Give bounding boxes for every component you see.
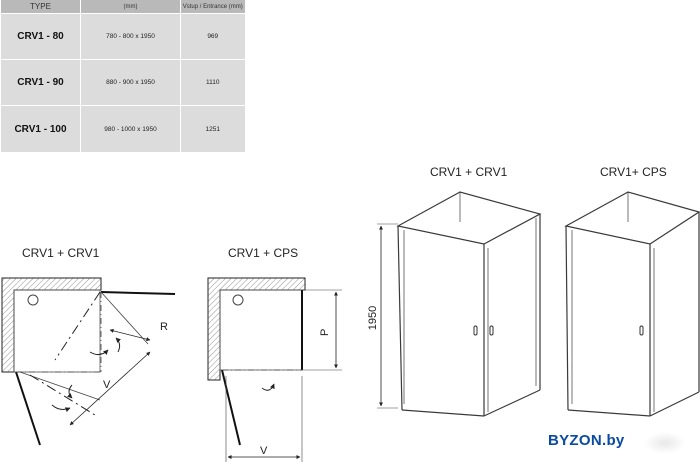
door-panel-open — [221, 369, 241, 446]
view-crv1-crv1: CRV1 + CRV1 1950 — [367, 165, 542, 417]
header-type: TYPE — [0, 0, 81, 14]
label-v-middle: V — [260, 445, 268, 457]
door-arc-line — [100, 291, 149, 345]
view-left-title: CRV1 + CRV1 — [430, 165, 508, 179]
label-p: P — [319, 329, 331, 336]
table-row: CRV1 - 80 780 - 800 x 1950 969 — [0, 13, 245, 60]
cell-model: CRV1 - 80 — [0, 13, 81, 60]
swing-arrow-icon — [51, 404, 71, 412]
cell-entrance: 1251 — [180, 105, 245, 152]
dimension-r — [109, 328, 151, 342]
shower-tray — [13, 289, 101, 373]
cell-model: CRV1 - 100 — [0, 105, 81, 152]
door-panel-left-open — [15, 371, 41, 446]
door-panel-open — [100, 291, 176, 295]
cell-size: 780 - 800 x 1950 — [80, 13, 181, 60]
cell-size: 880 - 900 x 1950 — [80, 59, 181, 106]
label-r: R — [160, 321, 168, 333]
wall-left-plan — [1, 277, 102, 373]
view-right-title: CRV1+ CPS — [600, 165, 667, 179]
cell-size: 980 - 1000 x 1950 — [80, 105, 181, 152]
plan-crv1-crv1: CRV1 + CRV1 R V — [1, 246, 176, 446]
spec-table: TYPE (mm) Vstup / Entrance (mm) CRV1 - 8… — [0, 0, 245, 152]
diagonal-centerline — [54, 291, 101, 361]
label-v-left: V — [103, 379, 111, 391]
door-handle-icon — [473, 325, 478, 336]
table-header-row: TYPE (mm) Vstup / Entrance (mm) — [0, 0, 245, 14]
label-height: 1950 — [367, 306, 379, 330]
brand-glow — [644, 432, 686, 454]
header-size: (mm) — [80, 0, 181, 14]
drain-icon — [232, 294, 244, 306]
door-handle-icon — [639, 325, 644, 336]
swing-arrow-icon — [261, 383, 275, 391]
table-row: CRV1 - 90 880 - 900 x 1950 1110 — [0, 59, 245, 106]
swing-arrow-icon — [89, 349, 109, 356]
plan-crv1-cps: CRV1 + CPS P V — [207, 246, 342, 462]
drain-icon — [27, 294, 39, 306]
shower-tray — [219, 289, 303, 371]
cell-entrance: 1110 — [180, 59, 245, 106]
enclosure-outline — [564, 191, 700, 417]
cell-model: CRV1 - 90 — [0, 59, 81, 106]
cell-entrance: 969 — [180, 13, 245, 60]
swing-arrow-icon — [67, 384, 73, 399]
swing-arrow-icon — [115, 337, 121, 353]
door-handle-icon — [489, 325, 494, 336]
header-entrance: Vstup / Entrance (mm) — [180, 0, 245, 14]
enclosure-outline — [396, 191, 542, 417]
plan-left-title: CRV1 + CRV1 — [22, 246, 100, 260]
wall-middle-plan — [207, 277, 306, 381]
table-row: CRV1 - 100 980 - 1000 x 1950 1251 — [0, 105, 245, 152]
brand-watermark: BYZON.by — [548, 432, 625, 449]
view-crv1-cps: CRV1+ CPS — [564, 165, 700, 417]
dimension-v-left — [69, 351, 151, 426]
plan-middle-title: CRV1 + CPS — [228, 246, 298, 260]
